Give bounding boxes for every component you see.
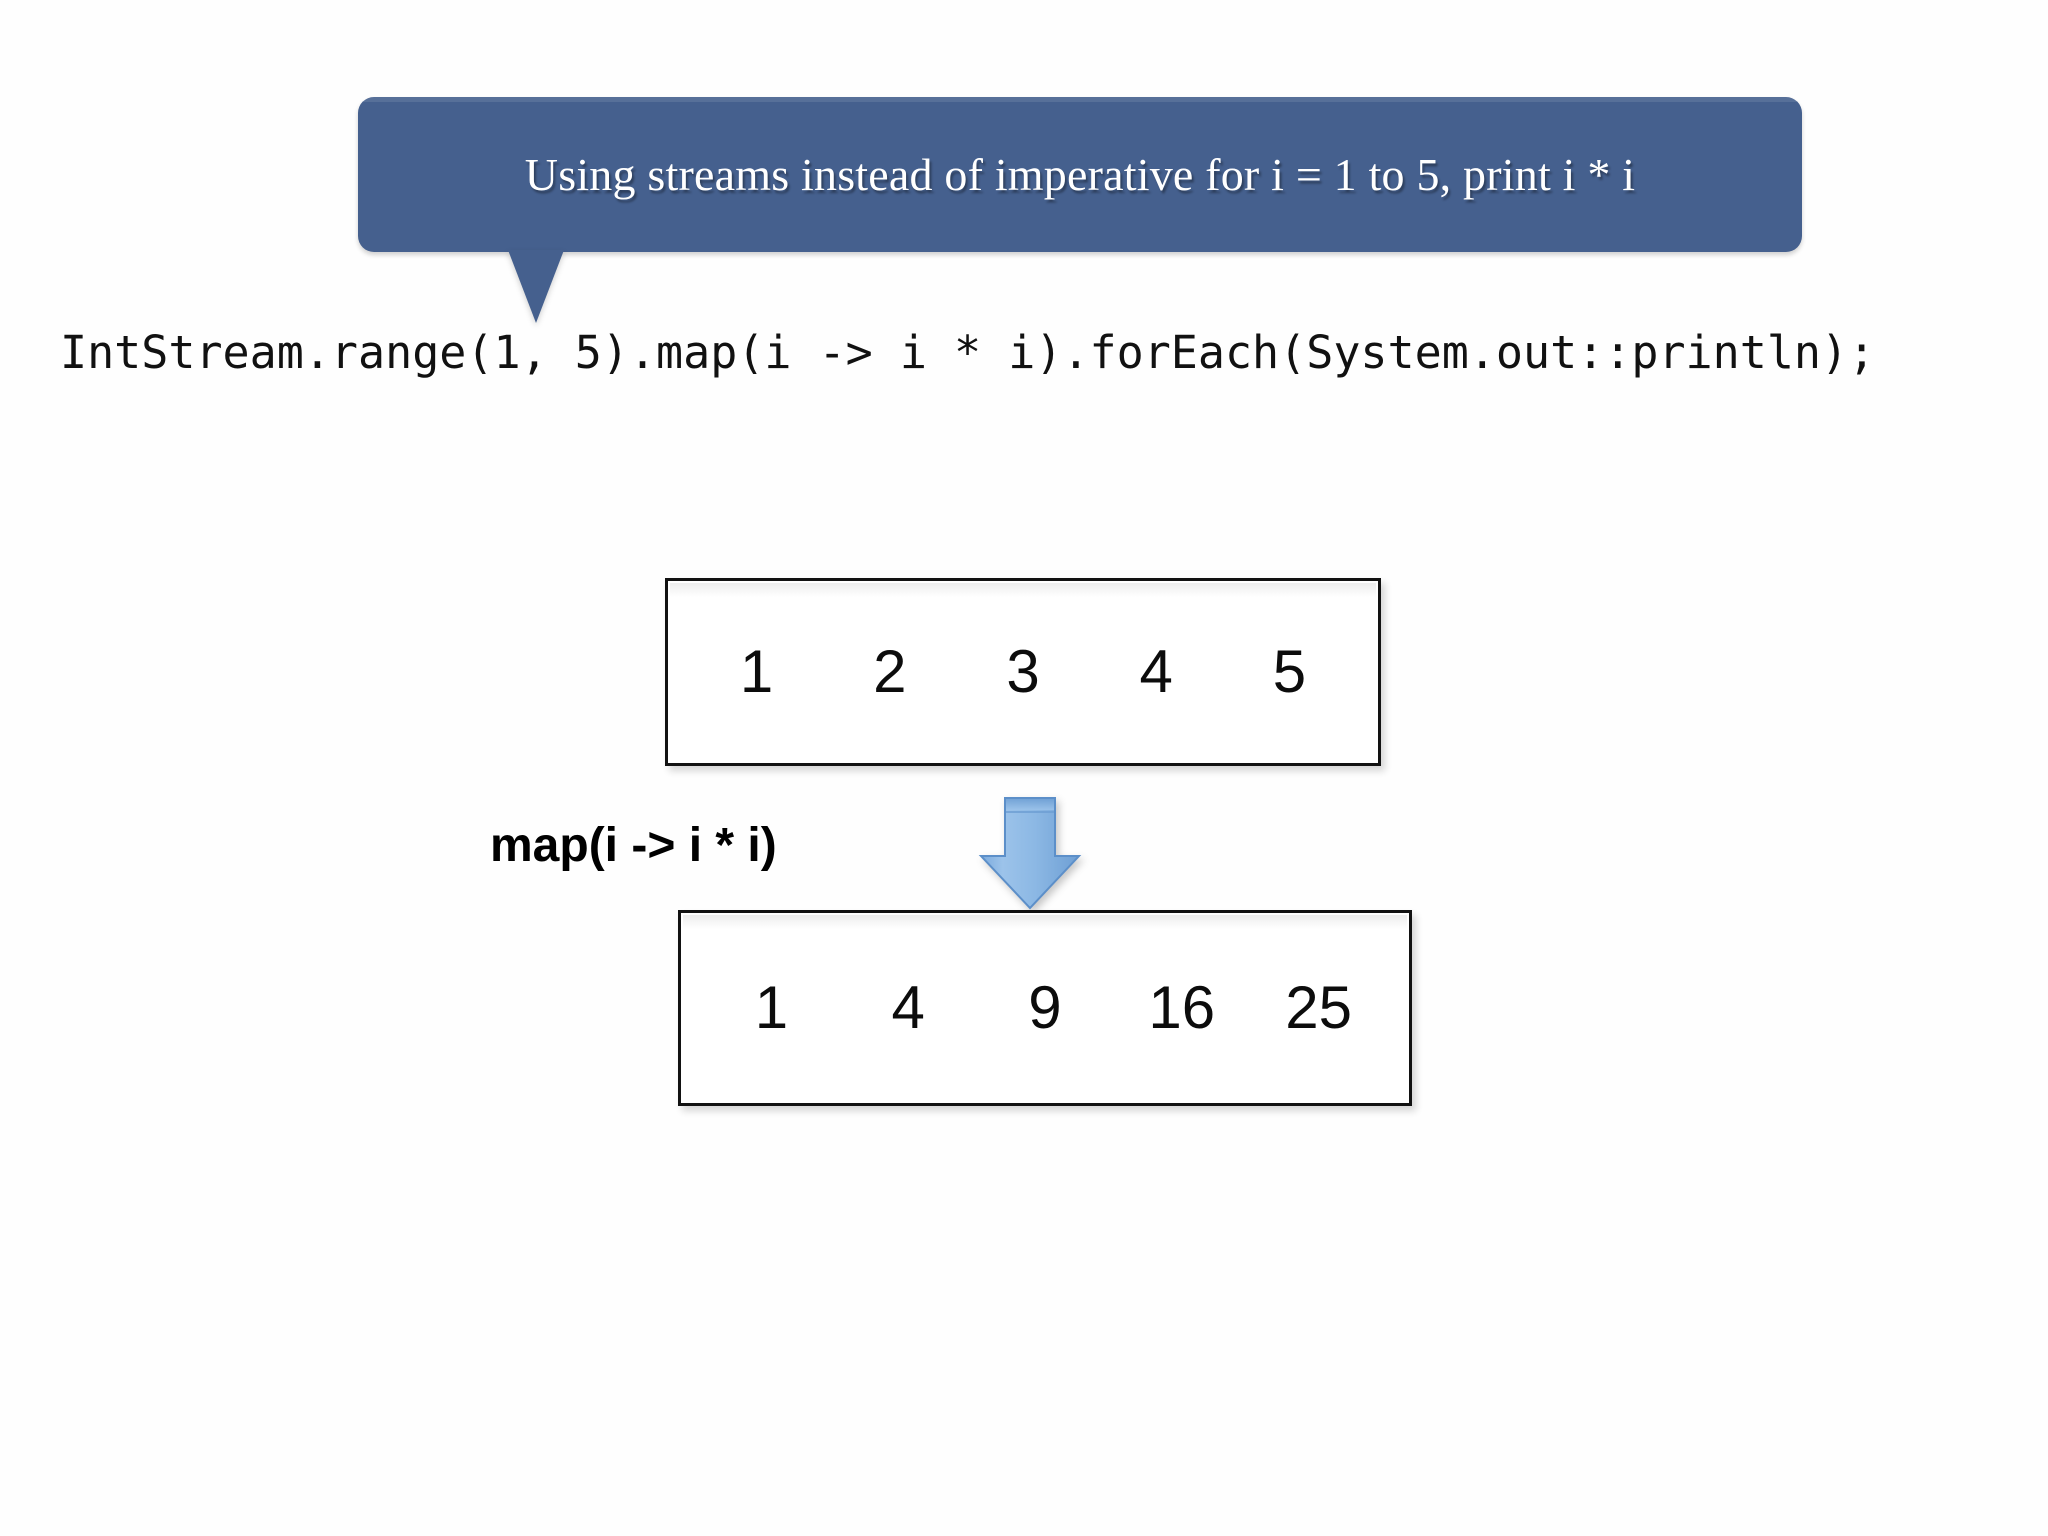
input-cell: 5: [1272, 638, 1307, 705]
output-cell: 4: [891, 974, 925, 1041]
callout-tail-icon: [508, 250, 564, 323]
input-cell: 2: [873, 638, 907, 705]
output-cell: 1: [754, 974, 789, 1041]
box-sheen: [683, 915, 1407, 929]
callout-highlight: [358, 97, 1802, 102]
callout-text: Using streams instead of imperative for …: [524, 149, 1636, 200]
input-cells: 1 2 3 4 5: [668, 642, 1378, 702]
input-cell: 3: [1006, 638, 1040, 705]
input-cell: 4: [1139, 638, 1173, 705]
box-sheen: [670, 583, 1376, 597]
output-cells: 1 4 9 16 25: [681, 978, 1409, 1038]
callout-banner: Using streams instead of imperative for …: [358, 97, 1802, 252]
input-values-box: 1 2 3 4 5: [665, 578, 1381, 766]
output-cell: 25: [1285, 974, 1352, 1041]
input-cell: 1: [739, 638, 774, 705]
map-operation-label: map(i -> i * i): [490, 819, 777, 872]
code-line: IntStream.range(1, 5).map(i -> i * i).fo…: [60, 326, 1876, 379]
output-cell: 9: [1028, 974, 1062, 1041]
down-arrow-icon: [975, 792, 1085, 914]
output-values-box: 1 4 9 16 25: [678, 910, 1412, 1106]
output-cell: 16: [1148, 974, 1216, 1041]
